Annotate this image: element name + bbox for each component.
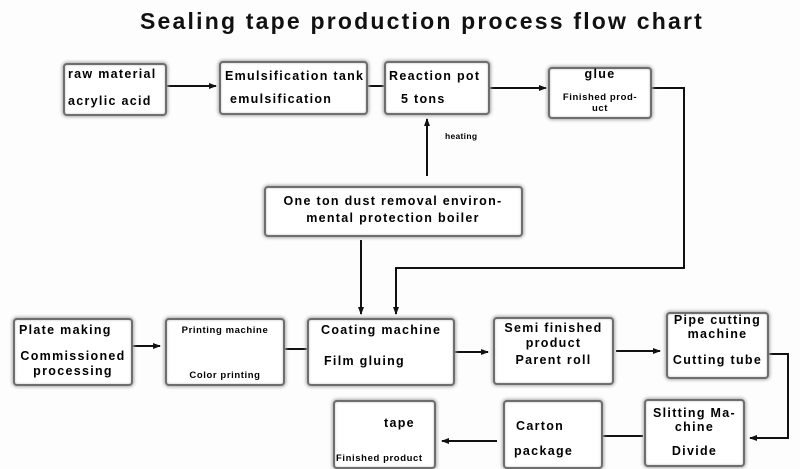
node-carton-package[interactable]: Carton package xyxy=(503,400,603,469)
node-label: One ton dust removal environ- xyxy=(283,194,503,208)
node-pipe-cutting-machine[interactable]: Pipe cutting machine Cutting tube xyxy=(666,312,769,379)
node-label: raw material xyxy=(68,67,157,81)
chart-title: Sealing tape production process flow cha… xyxy=(140,8,704,34)
node-label: Printing machine xyxy=(181,325,269,336)
node-label: Pipe cutting xyxy=(673,313,762,327)
node-raw-material[interactable]: raw material acrylic acid xyxy=(63,63,167,116)
node-label: package xyxy=(514,444,574,458)
node-label: Plate making xyxy=(19,323,112,337)
node-tape-finished-product[interactable]: tape Finished product xyxy=(333,400,436,469)
node-label: Slitting Ma- xyxy=(653,406,736,420)
node-label: Color printing xyxy=(189,370,261,381)
node-label: Divide xyxy=(671,444,718,458)
node-label: product xyxy=(525,336,582,350)
node-label: acrylic acid xyxy=(68,94,152,108)
edge-label-heating: heating xyxy=(445,131,478,141)
node-label: glue xyxy=(584,67,616,81)
node-boiler[interactable]: One ton dust removal environ- mental pro… xyxy=(264,186,523,237)
node-plate-making[interactable]: Plate making Commissioned processing xyxy=(13,318,133,386)
edge-glue-to-coating xyxy=(393,87,685,315)
node-label: mental protection boiler xyxy=(306,211,480,225)
node-label: Emulsification tank xyxy=(225,69,365,83)
node-label: Semi finished xyxy=(504,321,603,335)
node-label: Coating machine xyxy=(321,323,442,337)
edge-pipecutting-to-slitting xyxy=(749,353,789,441)
node-printing-machine[interactable]: Printing machine Color printing xyxy=(165,318,285,386)
node-label: Finished product xyxy=(336,453,423,464)
node-label: processing xyxy=(33,364,113,378)
node-label: Reaction pot xyxy=(389,69,481,83)
node-label: 5 tons xyxy=(401,92,446,106)
node-label: Finished prod- xyxy=(562,92,638,103)
node-label: Film gluing xyxy=(324,354,405,368)
node-label: Commissioned xyxy=(20,349,126,363)
node-emulsification-tank[interactable]: Emulsification tank emulsification xyxy=(219,61,368,115)
node-slitting-machine[interactable]: Slitting Ma- chine Divide xyxy=(644,399,745,467)
node-label: machine xyxy=(687,327,748,341)
node-semi-finished-product[interactable]: Semi finished product Parent roll xyxy=(493,317,614,385)
node-label: tape xyxy=(384,416,415,430)
node-label: uct xyxy=(591,103,609,114)
node-reaction-pot[interactable]: Reaction pot 5 tons xyxy=(384,61,490,115)
node-label: Carton xyxy=(516,419,565,433)
node-coating-machine[interactable]: Coating machine Film gluing xyxy=(307,318,455,386)
node-label: chine xyxy=(674,420,715,434)
node-glue[interactable]: glue Finished prod- uct xyxy=(548,67,652,119)
node-label: emulsification xyxy=(230,92,333,106)
node-label: Cutting tube xyxy=(672,353,763,367)
node-label: Parent roll xyxy=(515,353,592,367)
